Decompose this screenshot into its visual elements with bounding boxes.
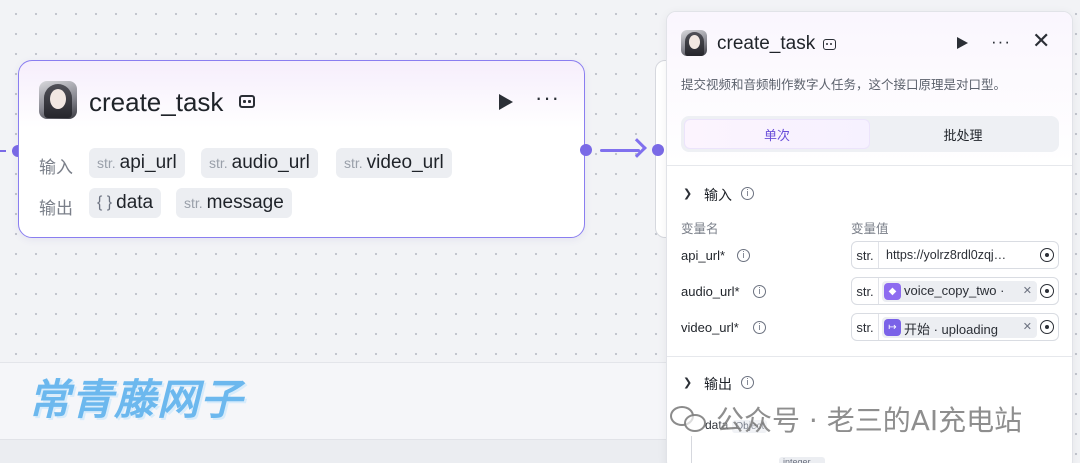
node-output-tag: { } data	[89, 188, 162, 218]
plugin-node-card[interactable]: create_task ··· 输入 str. api_url str. aud…	[18, 60, 585, 238]
reference-chip[interactable]: ↦ 开始 · uploading ✕	[882, 317, 1037, 338]
input-section-title: 输入	[704, 187, 732, 203]
field-type: str.	[852, 242, 879, 268]
collapse-chevron-icon[interactable]: ❯	[683, 377, 693, 389]
api-url-field[interactable]: str. https://yolrz8rdl0zqj…	[851, 241, 1059, 269]
reference-target-icon[interactable]	[1040, 248, 1054, 262]
node-output-label: 输出	[39, 199, 73, 218]
type-label: str.	[344, 155, 363, 171]
param-name: video_url	[366, 152, 444, 173]
remove-reference-icon[interactable]: ✕	[1022, 321, 1032, 333]
mode-tabs: 单次 批处理	[681, 116, 1059, 152]
reference-target-icon[interactable]	[1040, 284, 1054, 298]
info-icon[interactable]: i	[741, 187, 754, 200]
reference-target-icon[interactable]	[1040, 320, 1054, 334]
var-name-text: api_url*	[681, 248, 726, 263]
output-item-type: Object	[732, 420, 768, 433]
param-name: data	[116, 192, 154, 213]
edge-arrow-icon	[627, 138, 647, 158]
output-section-title: 输出	[704, 376, 732, 392]
incoming-edge	[0, 150, 18, 152]
run-icon[interactable]	[499, 94, 513, 110]
close-icon[interactable]: ✕	[1032, 28, 1051, 53]
next-node-input-port[interactable]	[652, 144, 664, 156]
tab-single[interactable]: 单次	[684, 119, 870, 149]
tree-line	[691, 436, 692, 463]
canvas-bottom-strip	[0, 439, 670, 463]
param-name: api_url	[119, 152, 177, 173]
var-name-audio-url: audio_url*	[681, 284, 740, 299]
var-name-api-url: api_url*	[681, 248, 725, 263]
collapse-chevron-icon[interactable]: ❯	[683, 188, 693, 200]
panel-run-icon[interactable]	[957, 37, 968, 49]
tab-batch[interactable]: 批处理	[943, 127, 983, 143]
node-input-tag: str. api_url	[89, 148, 185, 178]
var-name-text: audio_url*	[681, 284, 740, 299]
api-url-value[interactable]: https://yolrz8rdl0zqj…	[886, 248, 1007, 262]
panel-title: create_task	[717, 33, 816, 54]
audio-url-field[interactable]: str. ◆ voice_copy_two · ✕	[851, 277, 1059, 305]
node-output-tag: str. message	[176, 188, 292, 218]
divider	[667, 356, 1072, 357]
node-detail-panel: create_task ··· ✕ 提交视频和音频制作数字人任务，这个接口原理是…	[666, 11, 1073, 463]
remove-reference-icon[interactable]: ✕	[1022, 285, 1032, 297]
type-label: str.	[184, 195, 203, 211]
output-item-name: data	[705, 418, 729, 432]
col-var-name: 变量名	[681, 222, 719, 236]
param-name: audio_url	[231, 152, 310, 173]
var-name-text: video_url*	[681, 320, 739, 335]
brand-watermark: 常青藤网子	[28, 375, 244, 424]
type-label: str.	[209, 155, 228, 171]
canvas-bottom-band	[0, 362, 670, 463]
more-icon[interactable]: ···	[535, 85, 560, 110]
type-label: str.	[97, 155, 116, 171]
plugin-avatar	[39, 81, 77, 119]
panel-description: 提交视频和音频制作数字人任务，这个接口原理是对口型。	[681, 78, 1007, 92]
var-name-video-url: video_url*	[681, 320, 739, 335]
edge-line	[600, 149, 640, 152]
node-input-tag: str. audio_url	[201, 148, 318, 178]
info-icon[interactable]: i	[753, 321, 766, 334]
type-label: { }	[97, 194, 113, 211]
plugin-badge-icon	[823, 39, 836, 50]
video-url-field[interactable]: str. ↦ 开始 · uploading ✕	[851, 313, 1059, 341]
node-title: create_task	[89, 87, 224, 117]
info-icon[interactable]: i	[741, 376, 754, 389]
output-port[interactable]	[580, 144, 592, 156]
field-type: str.	[852, 278, 879, 304]
start-node-icon: ↦	[884, 319, 901, 336]
panel-more-icon[interactable]: ···	[991, 32, 1011, 51]
param-name: message	[206, 192, 284, 213]
node-input-label: 输入	[39, 158, 73, 177]
reference-label: 开始 · uploading	[904, 322, 998, 337]
plugin-badge-icon	[239, 95, 255, 108]
info-icon[interactable]: i	[737, 249, 750, 262]
reference-label: voice_copy_two ·	[904, 283, 1005, 298]
col-var-value: 变量值	[851, 222, 889, 236]
panel-plugin-avatar	[681, 30, 707, 56]
info-icon[interactable]: i	[753, 285, 766, 298]
node-input-tag: str. video_url	[336, 148, 452, 178]
reference-chip[interactable]: ◆ voice_copy_two · ✕	[882, 281, 1037, 302]
field-type: str.	[852, 314, 879, 340]
divider	[667, 165, 1072, 166]
sub-type-chip: integer	[779, 457, 825, 463]
plugin-icon: ◆	[884, 283, 901, 300]
